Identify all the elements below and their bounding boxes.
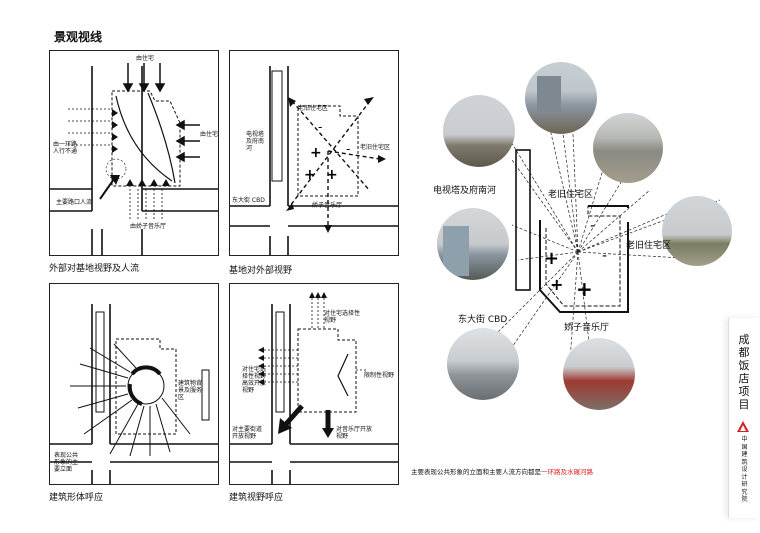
label-old-residential-right-p2: 老旧住宅区	[360, 144, 391, 151]
panel-form-response: 建筑物背 景及服务 区 表现公共 形象的主 要立面	[49, 283, 219, 485]
svg-text:+: +	[304, 167, 316, 183]
photo-cbd	[437, 208, 509, 280]
view-lines-diagram: + + + - -	[489, 109, 720, 361]
label-old-residential-p2: 老旧住宅区	[298, 105, 329, 112]
caption-form-response: 建筑形体呼应	[49, 493, 104, 503]
plus-sign-2: +	[550, 275, 563, 294]
label-main-entrance: 主要路口人流	[56, 199, 93, 206]
label-cbd-big: 东大街 CBD	[458, 315, 508, 325]
label-tv-tower-p2: 电视塔 及府南 河	[246, 131, 265, 152]
org-name: 中国建筑设计研究院	[741, 436, 748, 503]
photo-street	[447, 328, 519, 400]
label-public-facade: 表现公共 形象的主 要立面	[54, 452, 79, 473]
label-music-hall-p1: 由娇子音乐厅	[130, 223, 167, 230]
sidebar-panel	[728, 318, 760, 518]
label-residential-right: 由住宅	[200, 131, 219, 138]
project-title: 成都饭店项目	[738, 333, 750, 411]
page-title: 景观视线	[54, 30, 103, 44]
panel-view-response: 对住宅选择性 视野 对住宅选 择性视野 高效开放 视野 限制性视野 对主要街道 …	[229, 283, 399, 485]
label-tv-river: 电视塔及府南河	[433, 186, 497, 196]
plus-sign-1: +	[544, 248, 559, 269]
label-cbd-p2: 东大街 CBD	[232, 197, 265, 204]
bottom-note: 主要表现公共形象的立面和主要人流方向都是一环路及水碾河路	[411, 466, 593, 476]
photo-old-residential-top	[525, 62, 597, 134]
minus-sign-2: -	[602, 248, 607, 264]
photo-old-residential-mid	[593, 113, 663, 183]
minus-sign-1: -	[590, 218, 595, 234]
label-restricted-view: 限制性视野	[364, 372, 395, 379]
panel-site-view: + + + - - 老旧住宅区 老旧住宅区 电视塔 及府南 河 东大街 CBD …	[229, 50, 399, 256]
label-ring-road: 由一环路 人行不通	[53, 141, 78, 155]
label-old-res-right: 老旧住宅区	[626, 241, 672, 251]
label-street-view: 对主要街道 开放视野	[232, 426, 263, 440]
photo-old-residential-right	[662, 196, 732, 266]
note-highlight: 一环路及水碾河路	[541, 468, 593, 476]
cadg-logo-icon	[737, 421, 749, 432]
label-residential-top: 由住宅	[136, 55, 155, 62]
label-music-hall-big: 娇子音乐厅	[564, 323, 610, 333]
photo-music-hall	[563, 338, 635, 410]
svg-text:+: +	[310, 145, 322, 161]
form-response-diagram	[50, 304, 218, 484]
label-service-area: 建筑物背 景及服务 区	[178, 380, 203, 401]
caption-external-view: 外部对基地视野及人流	[49, 264, 140, 274]
svg-text:-: -	[346, 142, 350, 156]
photo-tv-tower	[443, 95, 515, 167]
label-selective-view-left: 对住宅选 择性视野 高效开放 视野	[242, 366, 267, 394]
site-view-diagram: + + + - -	[230, 66, 398, 255]
label-music-hall-p2: 娇子音乐厅	[312, 202, 343, 209]
external-view-diagram	[50, 63, 218, 255]
caption-view-response: 建筑视野呼应	[229, 493, 284, 503]
label-music-hall-view: 对音乐厅开放 视野	[336, 426, 373, 440]
panel-external-view: 由住宅 由住宅 由一环路 人行不通 主要路口人流 由娇子音乐厅	[49, 50, 219, 256]
note-prefix: 主要表现公共形象的立面和主要人流方向都是	[411, 468, 541, 476]
caption-site-view: 基地对外部视野	[229, 266, 293, 276]
label-old-res-top: 老旧住宅区	[548, 190, 594, 200]
label-selective-view-top: 对住宅选择性 视野	[324, 310, 361, 324]
svg-text:+: +	[326, 167, 338, 183]
view-response-diagram	[230, 292, 398, 484]
plus-sign-3: +	[576, 277, 593, 301]
svg-text:-: -	[318, 120, 322, 134]
